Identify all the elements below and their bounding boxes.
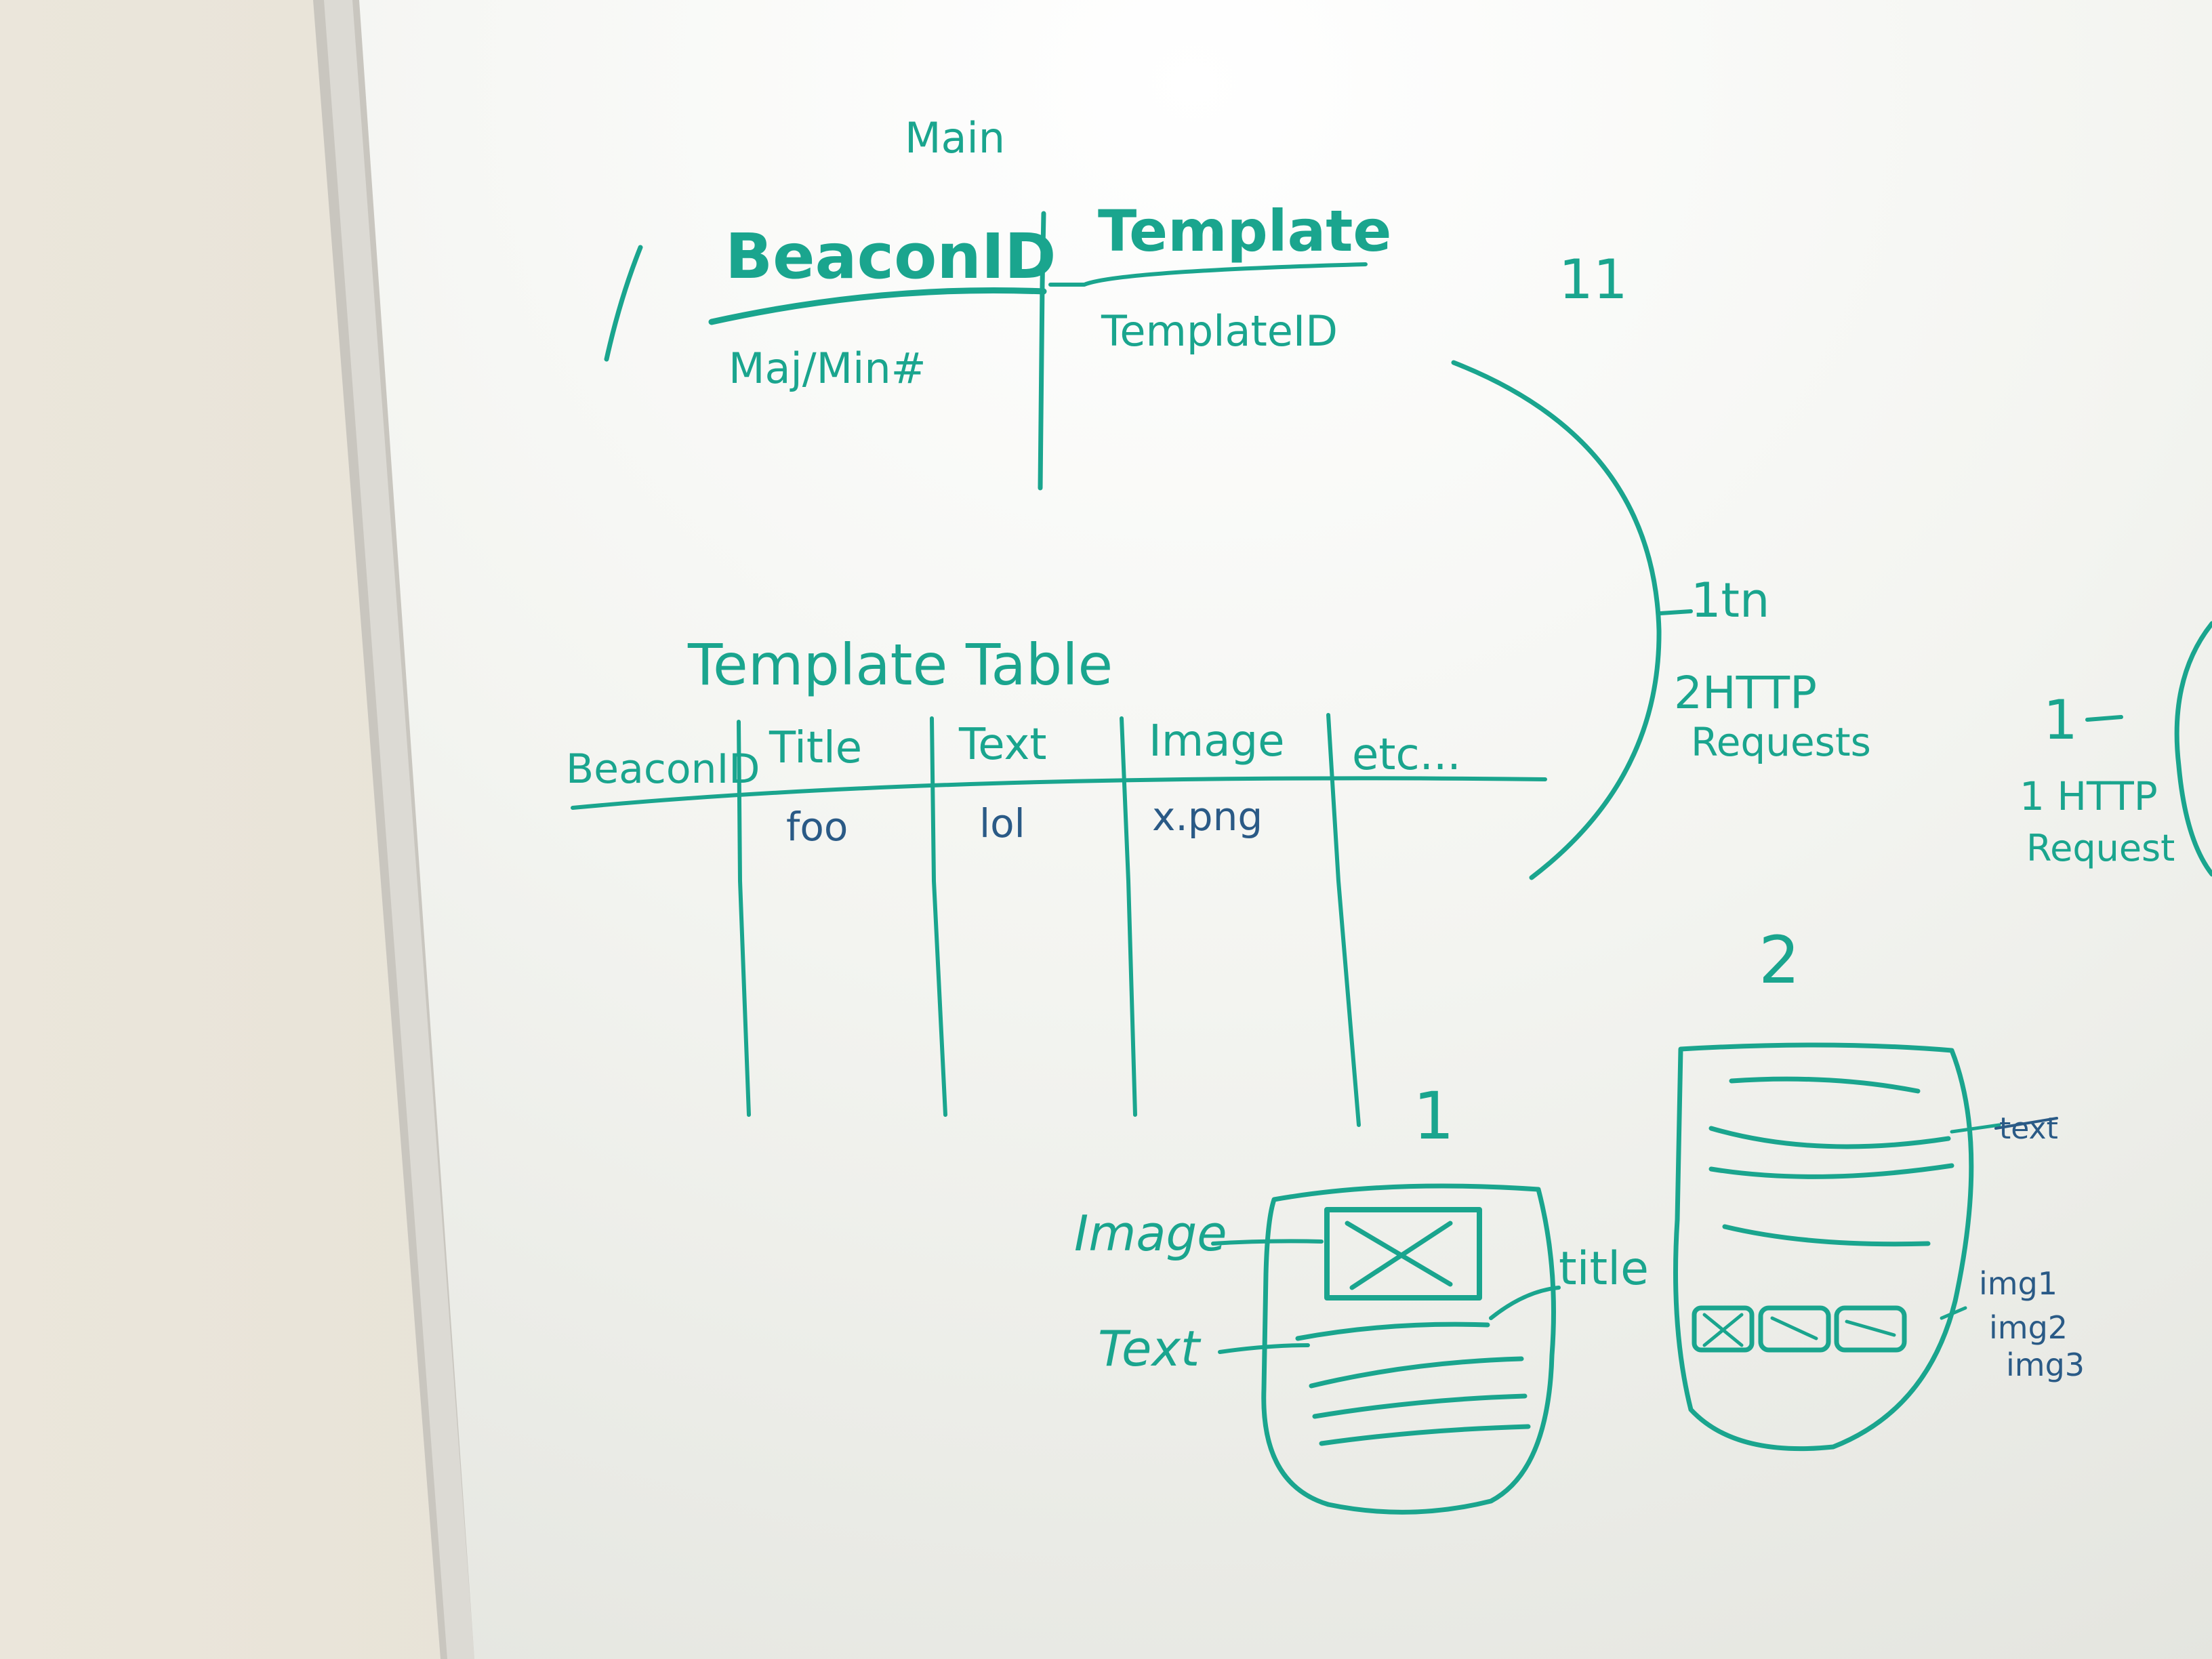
tt-header-underline	[571, 776, 1547, 810]
sketch1-text-line-3	[1319, 1424, 1531, 1446]
sketch2-img1-x	[1702, 1313, 1744, 1347]
main-col2-header: Template	[1098, 198, 1391, 264]
sketch1-text-pointer	[1218, 1343, 1310, 1354]
tt-divider-4	[1326, 713, 1361, 1127]
tt-divider-1	[737, 720, 751, 1117]
tt-header-title: Title	[769, 723, 862, 773]
relation-one-right-tick	[2085, 715, 2123, 722]
sketch1-image-x	[1345, 1221, 1453, 1290]
http-two-line2: Requests	[1691, 719, 1871, 765]
sketch2-img3-x	[1845, 1319, 1896, 1337]
sketch2-img1-box	[1692, 1305, 1755, 1353]
sketch1-text-line-1	[1309, 1356, 1524, 1389]
tt-header-etc: etc...	[1352, 730, 1461, 780]
stray-mark	[604, 245, 643, 362]
sketch2-img2-x	[1770, 1316, 1818, 1340]
sketch2-label-img3: img3	[2006, 1347, 2085, 1383]
tt-divider-2	[930, 716, 947, 1117]
tt-cell-text: lol	[979, 800, 1025, 846]
tt-cell-title: foo	[786, 804, 848, 850]
sketch1-image-box	[1324, 1207, 1482, 1300]
sketch1-text-line-2	[1312, 1393, 1528, 1419]
whiteboard-surface	[359, 0, 2212, 1659]
tt-header-image: Image	[1149, 716, 1284, 766]
http-two-line1: 2HTTP	[1674, 667, 1817, 719]
relation-1tn-label: 1tn	[1691, 573, 1769, 628]
http-one-line1: 1 HTTP	[2020, 773, 2158, 819]
sketch2-line-2	[1708, 1126, 1951, 1149]
main-col2-value: TemplateID	[1101, 306, 1338, 356]
sketch2-label-text-struck: text	[1999, 1111, 2058, 1146]
tt-header-text: Text	[958, 720, 1046, 770]
sketch2-line-3	[1708, 1163, 1954, 1179]
sketch2-text-pointer	[1950, 1123, 2001, 1134]
main-col1-value: Maj/Min#	[729, 344, 926, 393]
sketch2-number: 2	[1759, 922, 1800, 998]
relation-curve	[1451, 360, 1662, 880]
sketch2-text-strike	[1994, 1117, 2058, 1130]
sketch1-number: 1	[1413, 1078, 1454, 1154]
sketch2-label-img1: img1	[1979, 1265, 2057, 1302]
sketch1-title-pointer	[1489, 1286, 1561, 1320]
main-col1-header: BeaconID	[725, 220, 1056, 293]
sketch2-line-1	[1729, 1076, 1921, 1094]
main-table-title: Main	[905, 113, 1005, 163]
sketch2-line-4	[1722, 1224, 1931, 1247]
sketch1-image-pointer	[1211, 1239, 1324, 1246]
sketch1-outline	[1261, 1183, 1556, 1515]
relation-top-label: 11	[1559, 248, 1628, 311]
sketch1-label-text: Text	[1098, 1320, 1202, 1377]
sketch2-img2-box	[1758, 1305, 1831, 1353]
template-table-title: Template Table	[687, 632, 1113, 698]
tt-header-beaconid: BeaconID	[566, 745, 760, 793]
sketch2-img-pointer	[1940, 1306, 1967, 1320]
sketch1-label-title: title	[1559, 1242, 1649, 1296]
whiteboard-frame-highlight	[324, 0, 474, 1659]
main-header-underline-right	[1048, 262, 1368, 287]
tt-cell-image: x.png	[1152, 794, 1263, 840]
main-header-underline	[708, 287, 1047, 325]
http-one-line2: Request	[2026, 827, 2175, 869]
sketch2-outline	[1673, 1042, 1974, 1452]
sketch1-label-image: Image	[1074, 1205, 1227, 1262]
sketch2-img3-box	[1834, 1305, 1907, 1353]
relation-tick	[1658, 609, 1693, 615]
sketch2-label-img2: img2	[1989, 1309, 2068, 1346]
tt-divider-3	[1120, 716, 1137, 1117]
main-column-divider	[1038, 211, 1046, 491]
sketch1-title-line	[1295, 1322, 1490, 1341]
relation-right-curve	[2174, 621, 2212, 877]
relation-one-right-label: 1	[2043, 689, 2078, 752]
